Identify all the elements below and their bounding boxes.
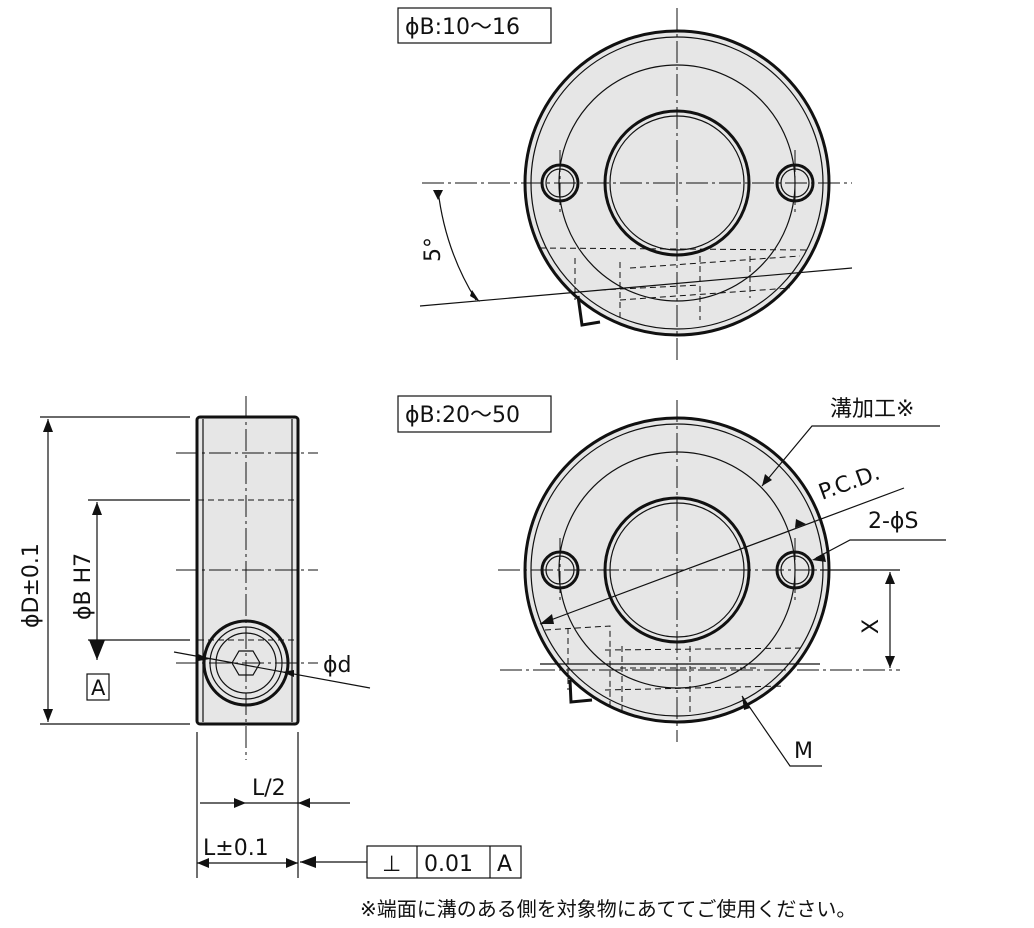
perp-symbol: ⊥ (382, 852, 401, 877)
screw-dia-label: ϕd (323, 653, 351, 678)
outer-dia-label: ϕD±0.1 (19, 543, 44, 628)
screw-head (202, 619, 290, 707)
view-side: ϕd ϕD±0.1 ϕB H7 A L/2 L±0.1 (19, 396, 522, 879)
range-large-label: ϕB:20～50 (405, 403, 520, 428)
tolerance-datum: A (497, 852, 512, 877)
angle-label: 5° (421, 237, 446, 262)
m-label: M (794, 739, 813, 764)
view-small-collar: 5° ϕB:10～16 (397, 7, 853, 362)
view-large-collar: X P.C.D. 溝加工※ 2-ϕS M ϕB:20～50 (397, 395, 946, 767)
usage-note: ※端面に溝のある側を対象物にあててご使用ください。 (360, 897, 856, 921)
half-length-label: L/2 (252, 776, 286, 801)
groove-label: 溝加工※ (830, 397, 914, 422)
range-small-label: ϕB:10～16 (405, 15, 520, 40)
datum-label: A (91, 676, 106, 700)
bore-dia-label: ϕB H7 (71, 553, 96, 620)
x-dim-label: X (859, 619, 884, 634)
tolerance-value: 0.01 (424, 852, 473, 877)
length-label: L±0.1 (203, 836, 269, 861)
holes-label: 2-ϕS (868, 509, 918, 534)
hex-socket (231, 650, 261, 676)
